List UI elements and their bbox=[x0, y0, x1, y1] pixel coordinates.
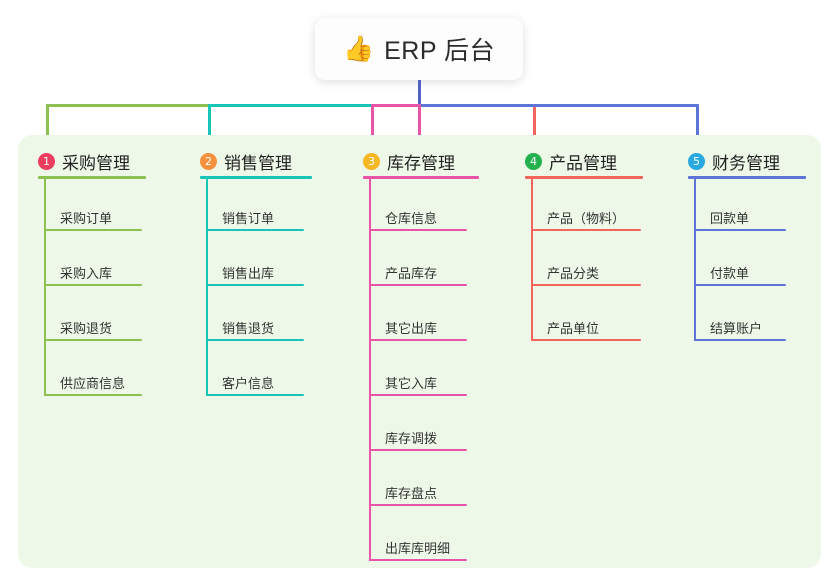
module-column-3: 3 库存管理仓库信息产品库存其它出库其它入库库存调拨库存盘点出库库明细 bbox=[363, 148, 513, 568]
module-item-label: 采购退货 bbox=[60, 321, 113, 336]
module-item-rule bbox=[369, 449, 467, 451]
column-title: 销售管理 bbox=[224, 153, 292, 173]
module-item-label: 产品（物料） bbox=[547, 211, 626, 226]
module-item-label: 产品库存 bbox=[385, 266, 438, 281]
module-item-label: 其它入库 bbox=[385, 376, 438, 391]
module-item-label: 仓库信息 bbox=[385, 211, 438, 226]
module-item-rule bbox=[44, 229, 142, 231]
module-item-rule bbox=[531, 229, 641, 231]
module-item-label: 产品单位 bbox=[547, 321, 600, 336]
module-item-label: 销售退货 bbox=[222, 321, 275, 336]
module-item-rule bbox=[206, 339, 304, 341]
module-column-5: 5 财务管理回款单付款单结算账户 bbox=[688, 148, 828, 568]
module-item-rule bbox=[531, 284, 641, 286]
module-item-label: 销售出库 bbox=[222, 266, 275, 281]
column-badge-4: 4 bbox=[525, 152, 542, 170]
module-item-label: 回款单 bbox=[710, 211, 750, 226]
column-rail bbox=[206, 179, 208, 396]
column-header-rule bbox=[38, 176, 146, 179]
root-stem-connector bbox=[418, 80, 421, 104]
column-title: 采购管理 bbox=[62, 153, 130, 173]
module-item-label: 销售订单 bbox=[222, 211, 275, 226]
column-title: 库存管理 bbox=[387, 153, 455, 173]
module-item-label: 客户信息 bbox=[222, 376, 275, 391]
column-header-rule bbox=[363, 176, 479, 179]
module-item-label: 产品分类 bbox=[547, 266, 600, 281]
module-item-rule bbox=[44, 284, 142, 286]
module-column-4: 4 产品管理产品（物料） 产品分类产品单位 bbox=[525, 148, 675, 568]
module-column-1: 1 采购管理采购订单采购入库采购退货供应商信息 bbox=[38, 148, 188, 568]
module-item-rule bbox=[206, 284, 304, 286]
module-item-rule bbox=[206, 394, 304, 396]
module-item-label: 采购入库 bbox=[60, 266, 113, 281]
module-item-rule bbox=[694, 284, 786, 286]
modules-panel bbox=[18, 135, 821, 568]
module-item-label: 库存盘点 bbox=[385, 486, 438, 501]
column-header-2[interactable]: 2 销售管理 bbox=[200, 148, 292, 174]
column-rail bbox=[369, 179, 371, 561]
root-node[interactable]: 👍 ERP 后台 bbox=[315, 18, 523, 80]
thumbs-up-icon: 👍 bbox=[342, 34, 375, 63]
module-item-rule bbox=[369, 559, 467, 561]
module-item-rule bbox=[206, 229, 304, 231]
module-item-rule bbox=[369, 504, 467, 506]
column-title: 产品管理 bbox=[549, 153, 617, 173]
module-item-label: 库存调拨 bbox=[385, 431, 438, 446]
module-item-label: 出库库明细 bbox=[385, 541, 451, 556]
column-header-rule bbox=[688, 176, 806, 179]
module-item-rule bbox=[369, 394, 467, 396]
column-header-rule bbox=[200, 176, 312, 179]
module-item-rule bbox=[694, 229, 786, 231]
module-item-rule bbox=[44, 339, 142, 341]
module-item-rule bbox=[369, 339, 467, 341]
module-column-2: 2 销售管理销售订单销售出库销售退货客户信息 bbox=[200, 148, 350, 568]
column-badge-2: 2 bbox=[200, 152, 217, 170]
column-header-4[interactable]: 4 产品管理 bbox=[525, 148, 617, 174]
module-item-rule bbox=[694, 339, 786, 341]
column-badge-3: 3 bbox=[363, 152, 380, 170]
module-item-rule bbox=[369, 229, 467, 231]
column-rail bbox=[694, 179, 696, 341]
module-item-label: 付款单 bbox=[710, 266, 750, 281]
column-header-5[interactable]: 5 财务管理 bbox=[688, 148, 780, 174]
module-item-label: 采购订单 bbox=[60, 211, 113, 226]
column-header-1[interactable]: 1 采购管理 bbox=[38, 148, 130, 174]
module-item-label: 结算账户 bbox=[710, 321, 763, 336]
column-badge-5: 5 bbox=[688, 152, 705, 170]
module-item-rule bbox=[531, 339, 641, 341]
root-title: ERP 后台 bbox=[384, 37, 496, 65]
module-item-rule bbox=[44, 394, 142, 396]
column-title: 财务管理 bbox=[712, 153, 780, 173]
module-item-label: 其它出库 bbox=[385, 321, 438, 336]
module-item-rule bbox=[369, 284, 467, 286]
column-rail bbox=[44, 179, 46, 396]
column-header-3[interactable]: 3 库存管理 bbox=[363, 148, 455, 174]
column-rail bbox=[531, 179, 533, 341]
module-item-label: 供应商信息 bbox=[60, 376, 126, 391]
column-badge-1: 1 bbox=[38, 152, 55, 170]
column-header-rule bbox=[525, 176, 643, 179]
